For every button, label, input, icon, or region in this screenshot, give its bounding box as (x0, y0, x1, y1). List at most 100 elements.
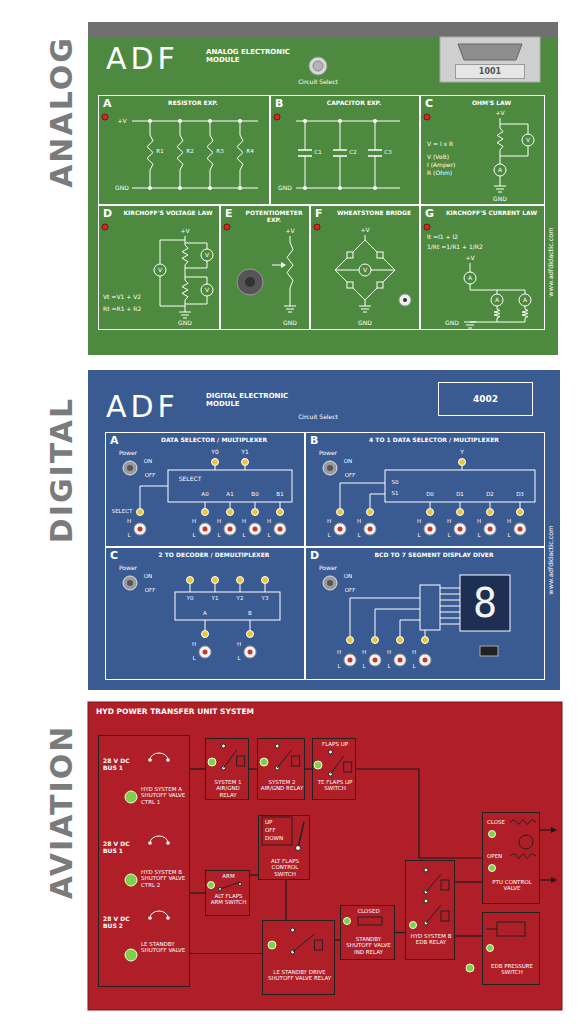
socket (347, 637, 354, 644)
wire (425, 630, 426, 637)
wire (525, 318, 526, 322)
wire-connector (455, 881, 482, 882)
toggle-switch (369, 654, 381, 666)
power-knob (327, 580, 333, 586)
arrow-head (551, 827, 557, 833)
toggle-switch (428, 527, 433, 532)
wire (340, 156, 341, 188)
selector-label: Circuit Select (288, 79, 348, 86)
component-label: CLOSED (343, 908, 394, 914)
switch-blade (330, 756, 343, 774)
pin-label: H (192, 642, 196, 648)
wire (140, 486, 168, 509)
ground-symbol (468, 328, 472, 329)
section-title: 2 TO DECODER / DEMULTIPLEXER (126, 552, 302, 559)
pin-label: Power (319, 565, 337, 571)
resistor-symbol (182, 280, 188, 300)
indicator-lamp (268, 941, 276, 949)
socket (242, 459, 249, 466)
resistor-symbol (347, 252, 353, 258)
terminal (148, 119, 152, 123)
bus-label: 28 V DC BUS 1 (103, 841, 137, 855)
resistor-symbol (497, 128, 503, 150)
resistor-symbol (494, 309, 500, 318)
wire-connector (285, 880, 286, 920)
wire (185, 261, 207, 268)
switch-blade (426, 905, 441, 923)
component-label: OPEN (487, 853, 517, 859)
wire (205, 620, 206, 631)
toggle-switch (514, 523, 526, 535)
pin-label: L (192, 656, 195, 662)
section-title: WHEATSTONE BRIDGE (331, 210, 417, 217)
pin-label: H (412, 650, 416, 656)
chip (385, 470, 535, 502)
selector-label: Circuit Select (288, 414, 348, 421)
wire (497, 306, 498, 309)
terminal (338, 119, 342, 123)
wire (375, 156, 376, 188)
pin-label: Power (119, 565, 137, 571)
terminal (238, 119, 242, 123)
component-label: CLOSE (487, 819, 517, 825)
wire (230, 502, 231, 509)
ic-chip (480, 646, 498, 656)
selector-knob (309, 57, 327, 75)
ground-symbol (286, 309, 294, 310)
meter-symbol (491, 294, 503, 306)
wire (430, 502, 431, 509)
wire (525, 290, 526, 294)
pin-label: ON (344, 574, 352, 580)
circuit-section: EPOTENTIOMETER EXP. (220, 205, 310, 330)
indicator-lamp (125, 874, 137, 886)
pin-label: OFF (345, 473, 356, 479)
formula: V = I x R (427, 141, 482, 148)
section-title: DATA SELECTOR / MULTIPLEXER (126, 437, 302, 444)
resistor-symbol (377, 282, 383, 288)
potentiometer-knob (399, 294, 411, 306)
module-category: ANALOG (47, 36, 77, 188)
wire-connector (356, 769, 482, 858)
rail (296, 188, 400, 189)
pin-label: H (192, 519, 196, 525)
socket (372, 637, 379, 644)
terminal (238, 186, 242, 190)
section-letter: D (103, 208, 112, 221)
pin-label: L (362, 664, 365, 670)
pin-label: ON (144, 574, 152, 580)
wire (365, 300, 366, 306)
component-label: DOWN (265, 835, 305, 841)
component-box: UPOFFDOWNALT FLAPS CONTROL SWITCH (258, 815, 310, 880)
wire (440, 612, 460, 613)
socket (367, 509, 374, 516)
pin-label: L (242, 533, 245, 539)
switch-blade (426, 874, 441, 892)
ground-symbol (361, 309, 369, 310)
component-label: C2 (349, 150, 356, 156)
pin-label: L (507, 533, 510, 539)
component-label: TE FLAPS UP SWITCH (315, 779, 355, 792)
section-letter: C (110, 550, 118, 563)
ground-symbol (284, 306, 296, 307)
pin-label: OFF (145, 473, 156, 479)
socket (487, 509, 494, 516)
module-number-plate: 1001 (455, 64, 525, 79)
terminal (178, 119, 182, 123)
pin-label: L (412, 664, 415, 670)
toggle-switch (138, 527, 143, 532)
component-label: EDB PRESSURE SWITCH (485, 963, 539, 976)
circuit-section: COHM'S LAWV = I x RV (Volt)I (Amper)R (O… (420, 95, 545, 205)
panel-edge (88, 22, 558, 37)
socket (202, 509, 209, 516)
indicator-lamp (208, 882, 215, 889)
wire (210, 170, 211, 188)
component-box: SYSTEM 1 AIR/GND RELAY (205, 738, 249, 800)
socket (517, 509, 524, 516)
pin-label: SELECT (112, 509, 133, 515)
wire (340, 121, 341, 150)
component-label: HYD SYSTEM A SHUTOFF VALVE CTRL 1 (141, 786, 189, 805)
pin-label: H (237, 642, 241, 648)
pin-label: H (242, 519, 246, 525)
wire-connector (305, 768, 312, 769)
